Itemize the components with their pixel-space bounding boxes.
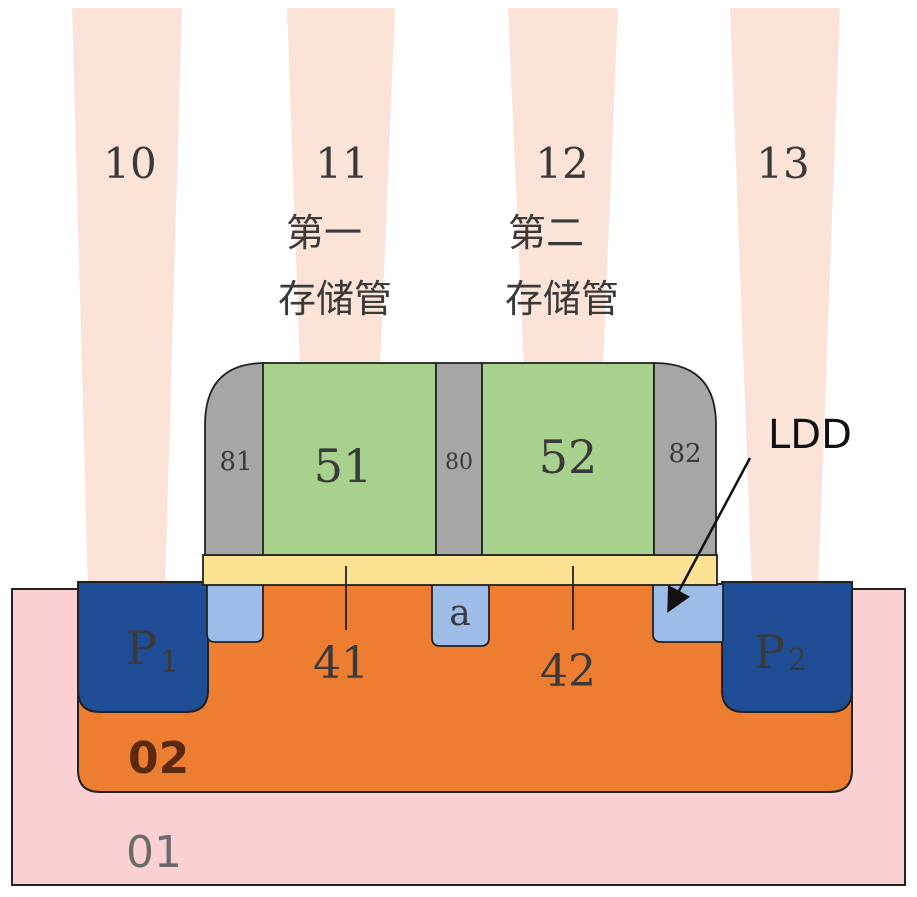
spacer-80-label: 80: [445, 450, 473, 475]
gate-51-label: 51: [314, 439, 373, 493]
first-tube-label-line1: 第一: [286, 211, 362, 255]
gate-52-label: 52: [539, 430, 598, 484]
channel-42-label: 42: [540, 646, 596, 697]
gate-52-shape: [481, 362, 655, 556]
substrate-01-label: 01: [126, 827, 182, 878]
p1-label-sub: 1: [160, 645, 179, 680]
second-tube-label-line2: 存储管: [505, 277, 619, 321]
spacer-81-label: 81: [219, 447, 252, 477]
beam-label-11: 11: [315, 139, 368, 188]
p1-label-main: P: [126, 621, 157, 675]
a-region: [431, 583, 490, 647]
well-02-label: 02: [128, 733, 189, 784]
ldd-right-region: [652, 583, 724, 643]
beam-13: [730, 8, 840, 590]
beam-label-10: 10: [103, 139, 156, 188]
oxide-layer: [202, 554, 718, 586]
a-region-label: a: [449, 593, 470, 634]
spacer-82-label: 82: [668, 439, 701, 469]
ldd-left-region: [206, 583, 264, 643]
p2-label-main: P: [754, 625, 785, 679]
beam-12: [508, 8, 618, 370]
p2-label-sub: 2: [788, 643, 807, 678]
p1-region: [77, 581, 209, 713]
beam-label-13: 13: [756, 139, 809, 188]
channel-41-label: 41: [313, 638, 369, 689]
p2-region: [721, 581, 853, 713]
spacer-82-shape: [653, 362, 717, 556]
ldd-arrow: [667, 457, 752, 613]
ldd-callout-label: LDD: [768, 412, 852, 458]
first-tube-label-line2: 存储管: [278, 277, 392, 321]
beam-10: [72, 8, 182, 590]
second-tube-label-line1: 第二: [508, 211, 584, 255]
beam-11: [287, 8, 395, 370]
beam-label-12: 12: [535, 139, 588, 188]
